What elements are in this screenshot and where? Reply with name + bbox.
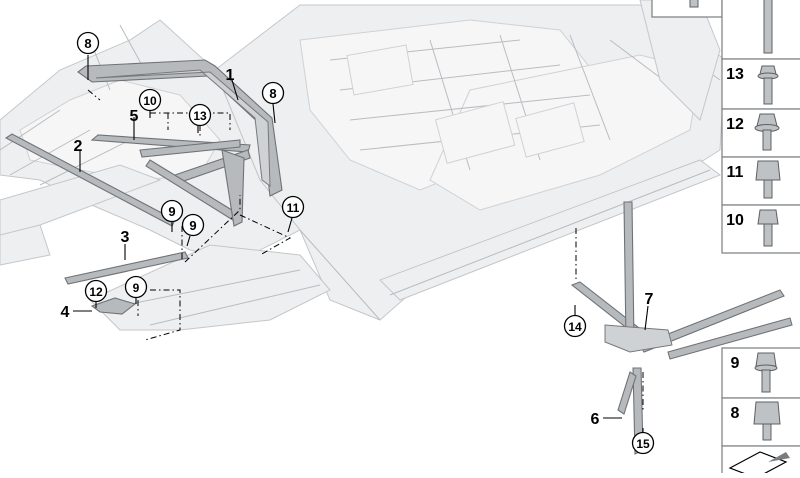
callout-9: 9 xyxy=(181,213,205,237)
vehicle-floor-body xyxy=(0,0,726,331)
part-7-rear-brace xyxy=(570,201,793,360)
legend-label-8: 8 xyxy=(731,405,740,422)
part-1-strut-brace xyxy=(77,59,283,197)
callout-1-label: 1 xyxy=(226,67,235,84)
legend-item-footer xyxy=(721,445,800,478)
bolt-icon xyxy=(689,0,699,8)
callout-5: 5 xyxy=(130,108,139,125)
callout-12-label: 12 xyxy=(89,285,103,299)
callout-2-label: 2 xyxy=(74,138,83,155)
callout-6-label: 6 xyxy=(591,411,600,428)
legend-item-8: 8 xyxy=(721,397,800,447)
callouts: 8 1 8 10 5 13 2 9 9 xyxy=(61,31,655,455)
legend-item-10: 10 xyxy=(721,204,800,254)
hex-bolt-large-icon xyxy=(753,401,781,441)
arrow-icon xyxy=(768,452,790,462)
callout-4: 4 xyxy=(61,304,70,321)
callout-9-label: 9 xyxy=(168,204,175,219)
legend-label-12: 12 xyxy=(726,116,744,133)
callout-7-label: 7 xyxy=(645,291,654,308)
callout-13: 11 xyxy=(281,195,305,219)
long-flange-bolt-icon xyxy=(757,65,779,105)
legend-label-13: 13 xyxy=(726,66,744,83)
callout-8: 8 xyxy=(261,81,285,105)
hex-bolt-icon xyxy=(757,209,779,247)
callout-15-label: 14 xyxy=(568,320,582,334)
callout-10-label: 10 xyxy=(143,94,157,108)
callout-1: 1 xyxy=(226,67,235,84)
callout-3-label: 3 xyxy=(121,229,130,246)
legend-item-11: 11 xyxy=(721,156,800,206)
legend-label-9: 9 xyxy=(731,355,740,372)
callout-5-label: 5 xyxy=(130,108,139,125)
callout-2: 2 xyxy=(74,138,83,155)
callout-11: 9 xyxy=(124,275,148,299)
callout-9: 9 xyxy=(160,199,184,223)
hex-bolt-large-icon xyxy=(755,160,781,199)
callout-6: 6 xyxy=(591,411,600,428)
part-3-bracket xyxy=(64,251,189,285)
legend-item-9: 9 xyxy=(721,347,800,399)
legend-box-partial xyxy=(651,0,723,18)
callout-14: 13 xyxy=(188,103,212,127)
callout-9: 8 xyxy=(76,31,100,55)
callout-13-label: 11 xyxy=(287,201,300,215)
callout-3: 3 xyxy=(121,229,130,246)
callout-leaders xyxy=(73,55,649,438)
callout-11-label: 9 xyxy=(133,281,140,295)
callout-9-label: 8 xyxy=(84,36,91,51)
legend-item-13: 13 xyxy=(721,58,800,110)
callout-12: 12 xyxy=(84,279,108,303)
flange-bolt-short-icon xyxy=(754,352,778,393)
callout-15: 14 xyxy=(563,314,587,338)
callout-15-label: 15 xyxy=(636,437,650,451)
part-4-mount xyxy=(90,297,137,315)
long-bolt-icon xyxy=(763,0,773,54)
callout-15: 15 xyxy=(631,431,655,455)
part-5-cross-brace xyxy=(90,134,251,227)
callout-10: 10 xyxy=(138,88,162,112)
callout-9-label: 9 xyxy=(189,218,196,233)
legend-item-12: 12 xyxy=(721,108,800,158)
legend-label-10: 10 xyxy=(726,212,744,229)
legend-box-long-bolt xyxy=(721,0,800,60)
assembly-lines xyxy=(87,89,644,410)
legend-label-11: 11 xyxy=(727,164,744,181)
callout-14-label: 13 xyxy=(193,109,207,123)
callout-4-label: 4 xyxy=(61,304,70,321)
callout-8-label: 8 xyxy=(269,86,276,101)
flange-bolt-icon xyxy=(754,113,780,151)
fastener-legend: 13 12 11 10 xyxy=(651,0,800,478)
callout-7: 7 xyxy=(645,291,654,308)
